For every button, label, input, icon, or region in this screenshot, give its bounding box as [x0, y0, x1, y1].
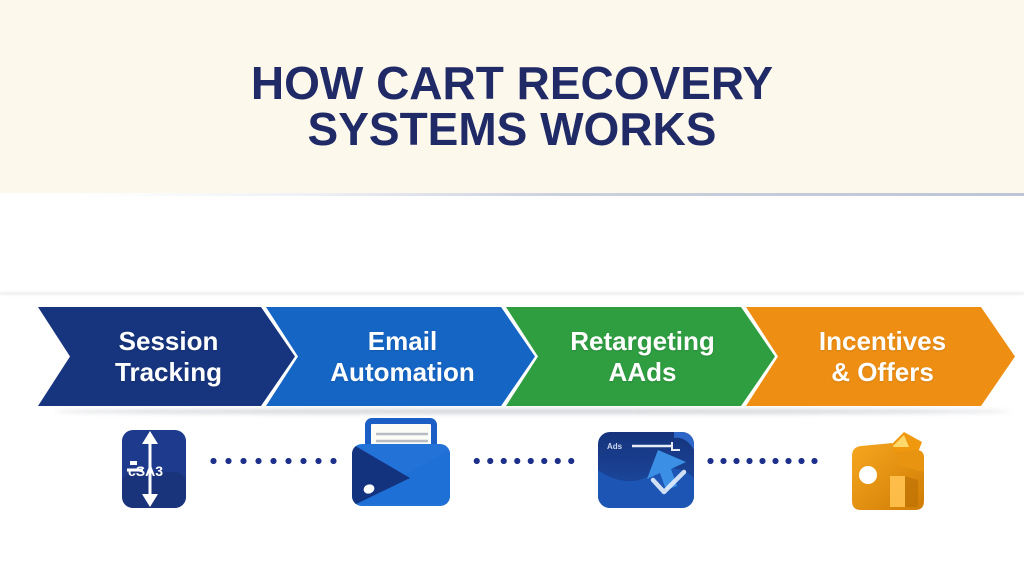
page-title-line1: HOW CART RECOVERY [250, 57, 774, 109]
incentives-offers-icon [840, 428, 930, 518]
step-chevron-retargeting-ads: Retargeting AAds [506, 307, 775, 406]
step-label-line: AAds [608, 356, 677, 387]
step-label-line: Tracking [115, 356, 222, 387]
page-title: HOW CART RECOVERY SYSTEMS WORKS [0, 0, 1024, 152]
step-chevron-session-tracking: Session Tracking [38, 307, 295, 406]
step-label-line: Session [118, 325, 219, 356]
band-top-shadow [0, 292, 1024, 295]
step-label-email-automation: Email Automation [304, 326, 496, 387]
email-automation-icon [344, 416, 458, 510]
dotted-connector-1 [206, 456, 340, 466]
dotted-connector-3 [704, 456, 820, 466]
step-label-line: & Offers [831, 356, 934, 387]
step-label-line: Incentives [818, 325, 947, 356]
dotted-connector-2 [470, 456, 580, 466]
band-bottom-shadow [55, 409, 1010, 414]
page-title-line2: SYSTEMS WORKS [307, 103, 717, 155]
step-chevron-incentives-offers: Incentives & Offers [746, 307, 1015, 406]
header-divider-line [0, 193, 1024, 196]
header-band: HOW CART RECOVERY SYSTEMS WORKS [0, 0, 1024, 193]
step-label-line: Automation [330, 356, 475, 387]
step-chevron-email-automation: Email Automation [266, 307, 535, 406]
session-tracking-glyph-text: cSA3 [128, 463, 163, 479]
step-label-line: Retargeting [570, 325, 715, 356]
step-label-incentives-offers: Incentives & Offers [793, 326, 968, 387]
retargeting-overlay-text: Ads [607, 442, 623, 451]
retargeting-ads-icon: Ads [596, 428, 700, 514]
step-label-session-tracking: Session Tracking [89, 326, 244, 387]
process-flow: Session Tracking Email Automation Retarg… [0, 307, 1024, 406]
session-tracking-icon: cSA3 [116, 426, 192, 512]
step-label-line: Email [367, 325, 438, 356]
step-label-retargeting-ads: Retargeting AAds [544, 326, 736, 387]
